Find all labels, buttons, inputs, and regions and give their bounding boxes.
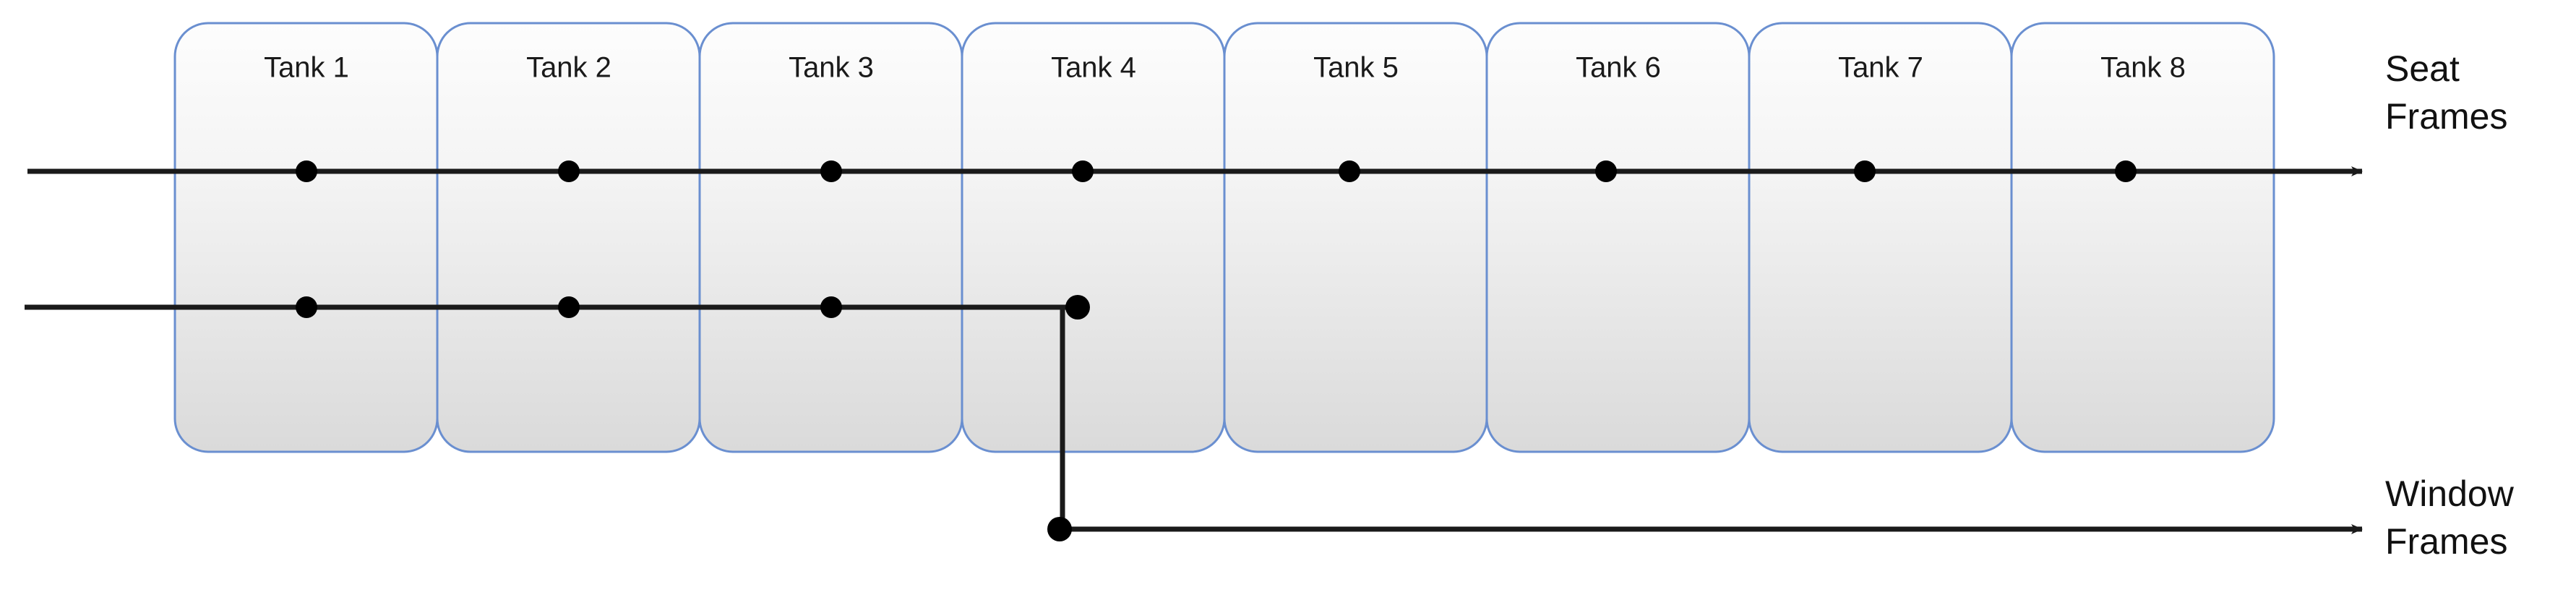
seat-frames-node-tank-2[interactable]	[558, 160, 580, 182]
tank-label-2: Tank 2	[526, 52, 611, 84]
seat-frames-label-line2: Frames	[2385, 96, 2507, 137]
tank-label-8: Tank 8	[2100, 52, 2186, 84]
tank-label-6: Tank 6	[1576, 52, 1661, 84]
tank-label-3: Tank 3	[789, 52, 874, 84]
seat-frames-node-tank-8[interactable]	[2115, 160, 2137, 182]
tank-label-1: Tank 1	[264, 52, 349, 84]
tank-label-5: Tank 5	[1313, 52, 1399, 84]
seat-frames-node-tank-4[interactable]	[1072, 160, 1094, 182]
tank-box-3[interactable]	[698, 22, 963, 453]
seat-frames-flow[interactable]	[27, 160, 2363, 182]
tank-box-2[interactable]	[436, 22, 701, 453]
tank-label-4: Tank 4	[1051, 52, 1136, 84]
window-frames-node-tank-2[interactable]	[558, 296, 580, 318]
window-frames-label: Window Frames	[2385, 473, 2515, 562]
window-frames-label-line2: Frames	[2385, 521, 2507, 562]
seat-frames-label-line1: Seat	[2385, 48, 2460, 89]
tank-group	[173, 22, 2275, 453]
tank-label-group: Tank 1 Tank 2 Tank 3 Tank 4 Tank 5 Tank …	[264, 52, 2186, 84]
window-frames-branch-node[interactable]	[1047, 517, 1072, 541]
tank-box-8[interactable]	[2010, 22, 2275, 453]
tank-box-5[interactable]	[1223, 22, 1488, 453]
seat-frames-node-tank-6[interactable]	[1595, 160, 1617, 182]
seat-frames-label: Seat Frames	[2385, 48, 2507, 137]
window-frames-node-tank-4[interactable]	[1065, 295, 1090, 320]
tank-box-4[interactable]	[961, 22, 1226, 453]
window-frames-flow[interactable]	[25, 295, 2363, 541]
seat-frames-node-tank-3[interactable]	[820, 160, 842, 182]
tank-box-1[interactable]	[173, 22, 439, 453]
tank-box-6[interactable]	[1485, 22, 1751, 453]
window-frames-node-tank-1[interactable]	[296, 296, 317, 318]
window-frames-label-line1: Window	[2385, 473, 2515, 514]
window-frames-node-tank-3[interactable]	[820, 296, 842, 318]
seat-frames-node-tank-5[interactable]	[1339, 160, 1360, 182]
seat-frames-node-tank-1[interactable]	[296, 160, 317, 182]
tank-label-7: Tank 7	[1838, 52, 1923, 84]
seat-frames-node-tank-7[interactable]	[1854, 160, 1876, 182]
tank-box-7[interactable]	[1748, 22, 2013, 453]
